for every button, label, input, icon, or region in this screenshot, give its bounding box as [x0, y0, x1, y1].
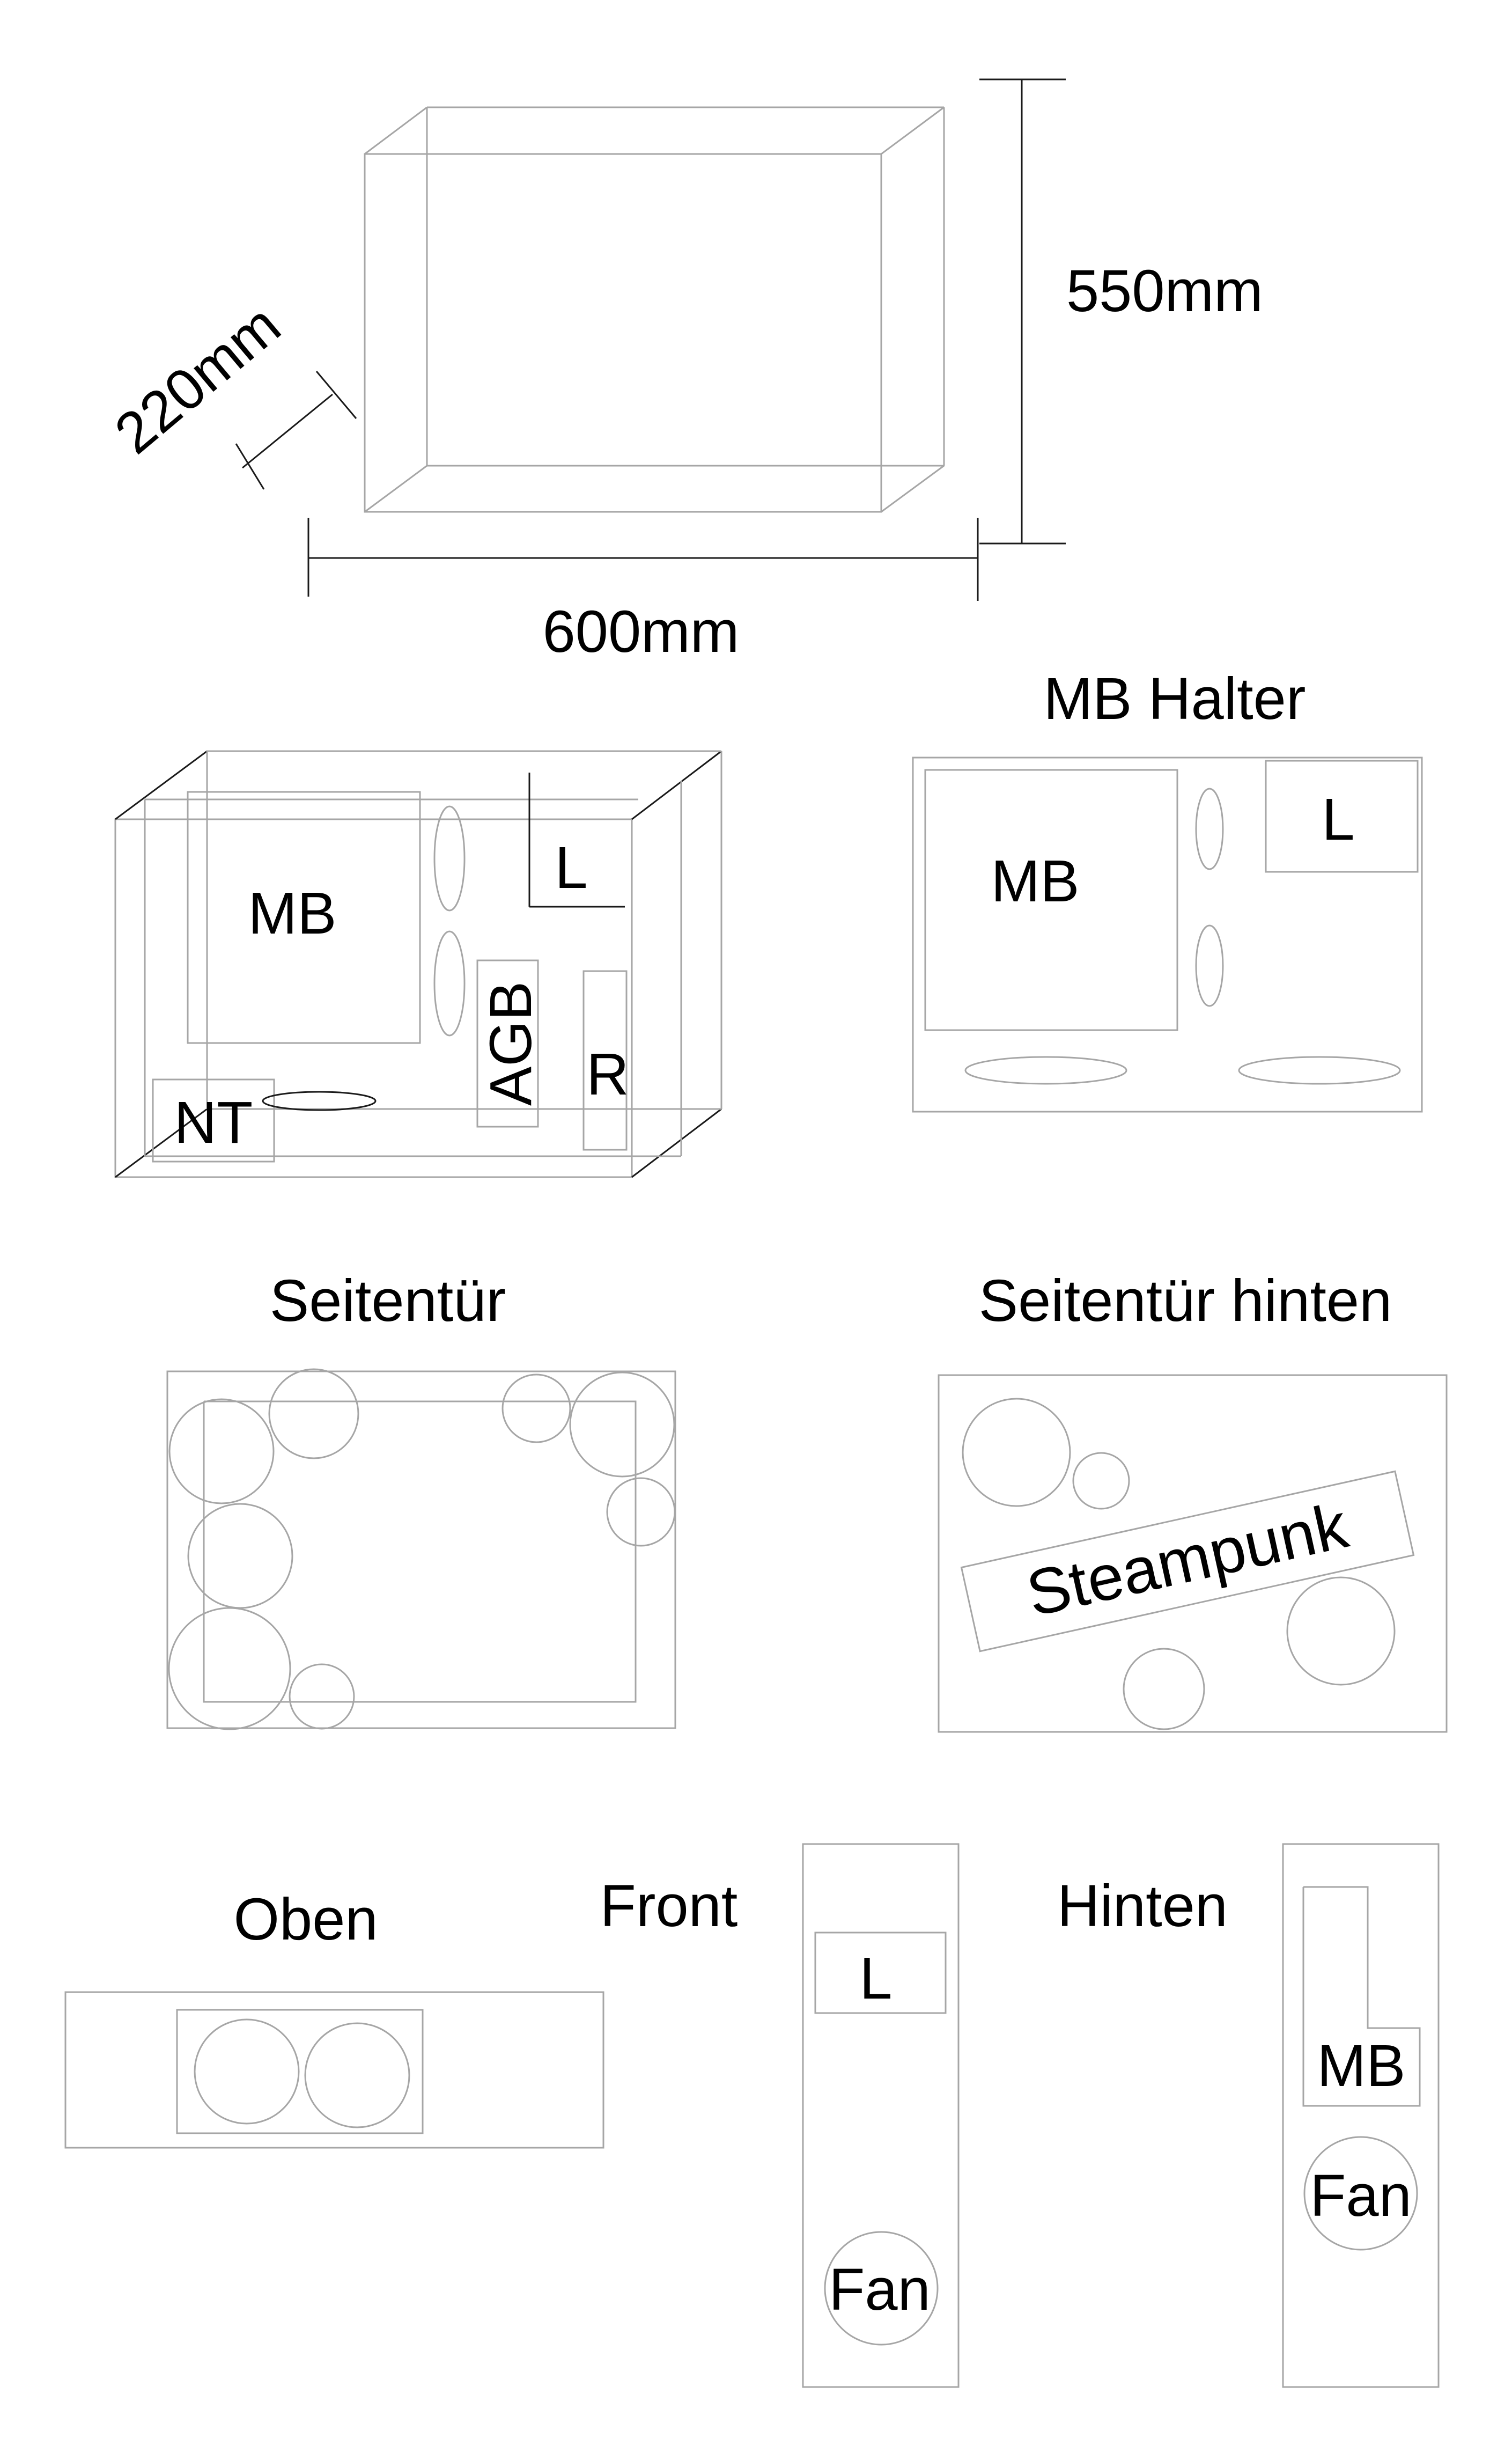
- fan-circle: [194, 2018, 300, 2125]
- fan-slot-ellipse: [1195, 924, 1224, 1007]
- rear-view-title: Hinten: [1057, 1873, 1228, 1939]
- fan-slot-ellipse: [1238, 1056, 1401, 1085]
- fan-slot-ellipse: [433, 930, 466, 1037]
- psu-cable-ellipse: [262, 1091, 377, 1111]
- decor-circle: [187, 1503, 293, 1609]
- mb-holder-view: MB Halter MB L: [912, 666, 1423, 1113]
- decor-circle: [569, 1371, 675, 1478]
- width-label: 600mm: [543, 599, 740, 665]
- rear-fan-label: Fan: [1310, 2163, 1412, 2229]
- side-door-rear-view: Seitentür hinten Steampunk: [938, 1268, 1448, 1733]
- mb-holder-plate: [912, 757, 1423, 1113]
- steampunk-label: Steampunk: [1021, 1489, 1355, 1630]
- case-dimensions-view: 220mm 550mm 600mm: [102, 78, 1263, 665]
- side-door-rear-title: Seitentür hinten: [979, 1268, 1392, 1334]
- mb-holder-l-box: [1265, 760, 1419, 873]
- case-box-outline: [364, 106, 945, 513]
- front-fan-label: Fan: [829, 2257, 931, 2323]
- mb-holder-board: [924, 769, 1178, 1031]
- front-view: Front L Fan: [600, 1843, 960, 2388]
- height-label: 550mm: [1066, 258, 1263, 324]
- side-door-title: Seitentür: [270, 1268, 506, 1334]
- height-dimension-line: [979, 78, 1066, 545]
- depth-dimension-line: [235, 371, 357, 490]
- mb-label: MB: [248, 880, 337, 946]
- decor-circle: [606, 1477, 676, 1547]
- front-fan-circle: [824, 2231, 939, 2346]
- psu-box: [152, 1078, 275, 1163]
- front-view-title: Front: [600, 1873, 738, 1939]
- decor-circle: [962, 1398, 1071, 1507]
- top-view: Oben: [64, 1886, 604, 2149]
- radiator-box: [582, 970, 628, 1151]
- interior-box-outline: [114, 750, 722, 1178]
- decor-circle: [168, 1398, 275, 1504]
- width-dimension-line: [307, 518, 979, 601]
- decor-circle: [268, 1368, 359, 1459]
- decor-circle: [1123, 1648, 1205, 1730]
- decor-circle: [168, 1607, 291, 1730]
- mb-plate: [187, 791, 421, 1044]
- rear-fan-circle: [1303, 2136, 1418, 2251]
- fan-slot-ellipse: [433, 805, 466, 912]
- fan-circle: [304, 2022, 410, 2128]
- depth-label: 220mm: [102, 292, 292, 466]
- mb-holder-l-label: L: [1322, 787, 1354, 853]
- fan-slot-ellipse: [964, 1056, 1127, 1085]
- front-panel: [802, 1843, 960, 2388]
- top-view-title: Oben: [233, 1886, 378, 1952]
- decor-circle: [1286, 1576, 1396, 1686]
- decor-circle: [1072, 1452, 1130, 1510]
- decor-circle: [289, 1663, 355, 1730]
- side-door-panel: [166, 1370, 676, 1729]
- rear-view: Hinten MB Fan: [1057, 1843, 1440, 2388]
- side-door-view: Seitentür: [166, 1268, 676, 1730]
- decor-circle: [501, 1374, 571, 1443]
- top-fan-mount: [176, 2009, 424, 2134]
- side-door-rear-panel: [938, 1374, 1448, 1733]
- front-l-box: [814, 1931, 947, 2014]
- front-l-label: L: [859, 1945, 892, 2011]
- agb-box: [476, 959, 539, 1128]
- fan-slot-ellipse: [1195, 788, 1224, 870]
- nt-label: NT: [174, 1090, 253, 1156]
- l-label: L: [555, 835, 587, 901]
- agb-label: AGB: [478, 981, 544, 1106]
- l-bracket: [528, 773, 625, 908]
- mb-holder-title: MB Halter: [1044, 666, 1306, 732]
- r-label: R: [586, 1041, 629, 1107]
- rear-mb-cutout: [1302, 1886, 1421, 2107]
- top-panel: [64, 1991, 604, 2149]
- rear-panel: [1282, 1843, 1440, 2388]
- interior-layout-view: MB L AGB R NT: [114, 750, 722, 1178]
- steampunk-badge: [960, 1470, 1415, 1653]
- rear-mb-label: MB: [1317, 2033, 1406, 2099]
- mb-holder-mb-label: MB: [991, 848, 1080, 914]
- side-door-window: [203, 1400, 637, 1703]
